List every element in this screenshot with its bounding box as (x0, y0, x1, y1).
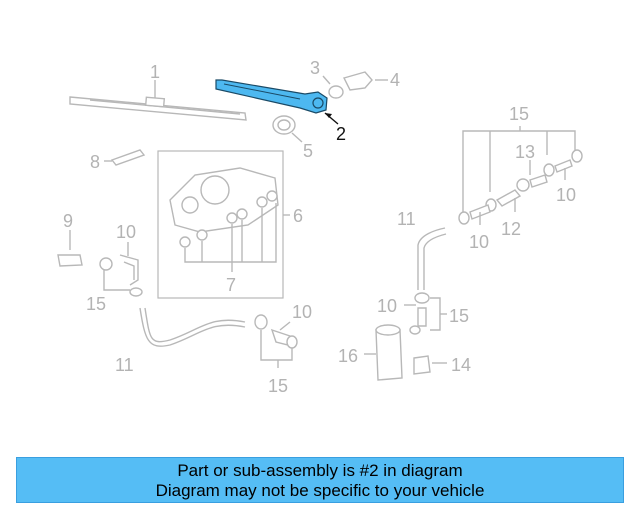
label-11b: 11 (397, 209, 416, 229)
label-5: 5 (303, 141, 313, 161)
label-1: 1 (150, 62, 160, 82)
label-10b: 10 (292, 302, 312, 322)
wiper-arm-highlight (215, 79, 328, 114)
label-7: 7 (226, 275, 236, 295)
label-10d: 10 (469, 232, 489, 252)
label-10e: 10 (556, 185, 576, 205)
label-4: 4 (390, 70, 400, 90)
label-16: 16 (338, 346, 358, 366)
label-6: 6 (293, 206, 303, 226)
label-8: 8 (90, 152, 100, 172)
right-nozzle-group (417, 126, 583, 290)
label-11a: 11 (115, 355, 134, 375)
connector-part (57, 230, 83, 267)
wiper-blade-part (69, 80, 247, 121)
nozzle-part (342, 71, 388, 91)
wiper-arm-part[interactable] (215, 79, 339, 125)
parts-diagram: 1 2 3 4 5 6 7 8 9 10 10 10 10 10 11 11 1… (57, 58, 583, 396)
label-10a: 10 (116, 222, 136, 242)
left-hose-group (99, 242, 246, 347)
label-3: 3 (310, 58, 320, 78)
grommet-part (272, 115, 303, 143)
bolt-part (104, 149, 146, 166)
label-13: 13 (515, 142, 535, 162)
label-9: 9 (63, 211, 73, 231)
banner-line-1: Part or sub-assembly is #2 in diagram (177, 461, 463, 480)
reservoir-group (364, 292, 447, 381)
label-14: 14 (451, 355, 471, 375)
label-12: 12 (501, 219, 521, 239)
middle-hose-group (254, 314, 298, 368)
label-2: 2 (336, 124, 346, 144)
banner-line-2: Diagram may not be specific to your vehi… (155, 481, 485, 500)
info-banner: Part or sub-assembly is #2 in diagram Di… (16, 457, 624, 503)
label-15b: 15 (268, 376, 288, 396)
label-15c: 15 (449, 306, 469, 326)
motor-box (157, 150, 290, 299)
label-15a: 15 (86, 294, 106, 314)
cap-part (322, 75, 344, 99)
label-15d: 15 (509, 104, 529, 124)
label-10c: 10 (377, 296, 397, 316)
